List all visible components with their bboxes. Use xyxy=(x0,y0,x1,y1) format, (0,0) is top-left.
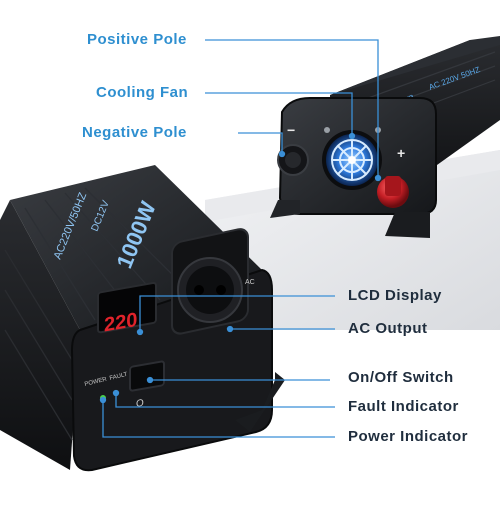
negative-pole-label: Negative Pole xyxy=(82,124,187,141)
fault-indicator-label: Fault Indicator xyxy=(348,398,459,415)
svg-text:O: O xyxy=(136,398,144,410)
negative-sign-label: − xyxy=(287,122,295,138)
on-off-switch-icon xyxy=(129,360,165,392)
inverter-rear-view: AC 220V 50HZ Pure Sine Wave xyxy=(270,36,500,238)
positive-sign-label: + xyxy=(397,145,405,161)
power-panel-label: POWER xyxy=(84,376,108,387)
cooling-fan-label: Cooling Fan xyxy=(96,84,189,101)
ac-panel-label: AC xyxy=(245,279,255,286)
inverter-front-view: 220 O xyxy=(0,165,285,472)
ac-output-label: AC Output xyxy=(348,320,428,337)
on-off-switch-label: On/Off Switch xyxy=(348,369,454,386)
positive-pole-label: Positive Pole xyxy=(87,31,187,48)
lcd-display-label: LCD Display xyxy=(348,287,442,304)
fault-panel-label: FAULT xyxy=(109,372,128,382)
lcd-screen xyxy=(97,281,157,334)
power-indicator-label: Power Indicator xyxy=(348,428,469,445)
leader-lines xyxy=(99,39,382,438)
